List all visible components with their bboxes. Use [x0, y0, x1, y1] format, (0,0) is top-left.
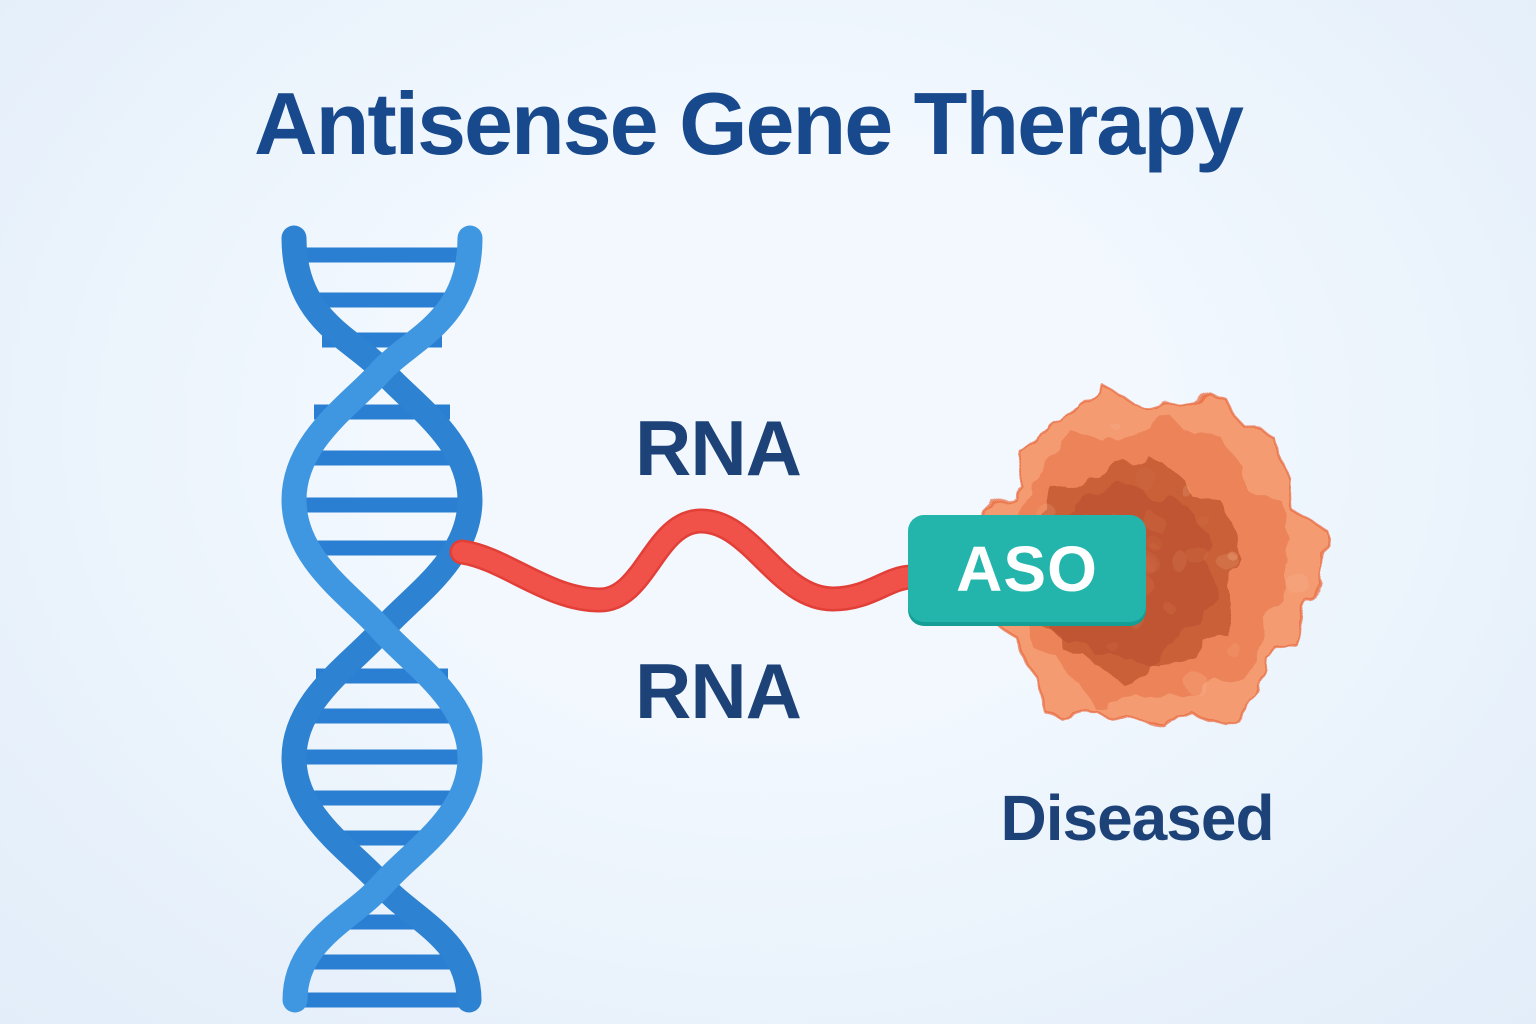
dna-strand-right	[281, 225, 483, 1013]
rna-label-bottom: RNA	[635, 647, 802, 735]
rna-strand-wave	[449, 508, 925, 613]
aso-label: ASO	[956, 532, 1098, 605]
dna-helix-illustration	[281, 225, 483, 1013]
page-title: Antisense Gene Therapy	[254, 74, 1244, 173]
diseased-cell-label: Diseased	[1000, 782, 1274, 854]
rna-label-top: RNA	[635, 404, 802, 492]
aso-box: ASO	[908, 515, 1146, 622]
